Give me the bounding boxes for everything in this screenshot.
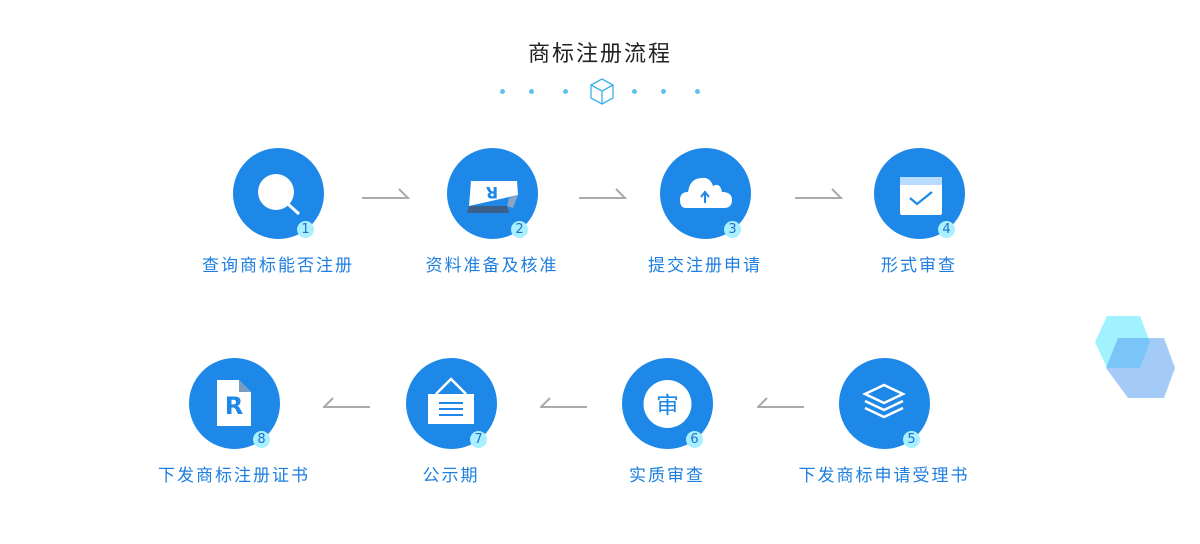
decor-dot <box>632 89 637 94</box>
step-label: 下发商标申请受理书 <box>798 466 970 486</box>
svg-text:审: 审 <box>656 393 679 419</box>
trademark-card-icon: R <box>467 181 518 213</box>
certificate-icon: R <box>217 380 251 426</box>
decor-dot <box>661 89 666 94</box>
arrow-left-icon <box>323 397 370 408</box>
step-badge: 5 <box>903 431 920 448</box>
decor-dot <box>529 89 534 94</box>
svg-text:R: R <box>225 392 243 420</box>
layers-icon <box>862 383 906 419</box>
step-label: 提交注册申请 <box>648 256 762 276</box>
step-badge: 8 <box>253 431 270 448</box>
step-badge: 6 <box>686 431 703 448</box>
svg-text:R: R <box>486 183 498 202</box>
cloud-upload-icon <box>680 177 732 208</box>
step-6: 审 6 <box>622 358 713 449</box>
review-icon: 审 <box>643 380 692 428</box>
step-label: 下发商标注册证书 <box>158 466 310 486</box>
step-label: 形式审查 <box>881 256 957 276</box>
decor-dot <box>500 89 505 94</box>
calendar-check-icon <box>900 177 942 215</box>
step-label: 公示期 <box>422 466 480 486</box>
arrow-left-icon <box>540 397 587 408</box>
page-title: 商标注册流程 <box>527 42 672 67</box>
step-3: 3 <box>660 148 751 239</box>
step-2: R 2 <box>447 148 538 239</box>
step-badge: 7 <box>470 431 487 448</box>
decor-dot <box>563 89 568 94</box>
step-badge: 3 <box>724 221 741 238</box>
step-badge: 1 <box>297 221 314 238</box>
step-label: 资料准备及核准 <box>425 256 559 276</box>
hexagon-decoration-icon <box>1095 316 1175 398</box>
step-4: 4 <box>874 148 965 239</box>
arrow-right-icon <box>579 188 627 199</box>
step-1: 1 <box>233 148 324 239</box>
arrow-right-icon <box>362 188 410 199</box>
step-5: 5 <box>839 358 930 449</box>
decor-dot <box>695 89 700 94</box>
cube-icon <box>590 78 614 105</box>
step-label: 实质审查 <box>629 466 705 486</box>
arrow-left-icon <box>757 397 804 408</box>
step-label: 查询商标能否注册 <box>202 256 354 276</box>
arrow-right-icon <box>795 188 843 199</box>
notice-board-icon <box>428 377 474 424</box>
step-8: R 8 <box>189 358 280 449</box>
step-badge: 4 <box>938 221 955 238</box>
step-7: 7 <box>406 358 497 449</box>
step-badge: 2 <box>511 221 528 238</box>
search-icon <box>258 174 301 216</box>
